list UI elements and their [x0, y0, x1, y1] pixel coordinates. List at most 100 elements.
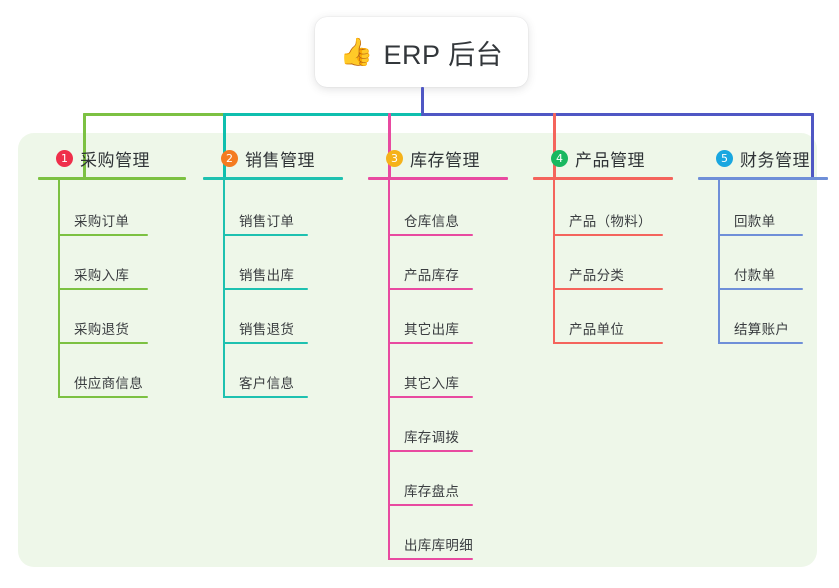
branch-number-badge: 5	[716, 149, 733, 167]
branch-item[interactable]: 采购订单	[58, 200, 148, 236]
branch-item-label: 付款单	[734, 268, 776, 283]
branch-item-underline	[718, 288, 803, 290]
branch-item-label: 其它入库	[404, 376, 460, 391]
branch-drop-4	[553, 113, 556, 179]
root-title: ERP 后台	[383, 39, 504, 70]
branch-number-badge: 1	[56, 149, 73, 167]
branch-item-underline	[58, 342, 148, 344]
branch-underline-3	[368, 177, 508, 180]
branch-spine-3	[388, 179, 390, 560]
branch-item[interactable]: 库存盘点	[388, 470, 473, 506]
branch-item[interactable]: 结算账户	[718, 308, 803, 344]
branch-item-underline	[223, 288, 308, 290]
branch-item-underline	[58, 288, 148, 290]
branch-item-label: 采购订单	[74, 214, 130, 229]
branch-item[interactable]: 其它入库	[388, 362, 473, 398]
branch-item[interactable]: 库存调拨	[388, 416, 473, 452]
branch-item-underline	[388, 504, 473, 506]
branch-item[interactable]: 产品单位	[553, 308, 663, 344]
branch-drop-2	[223, 113, 226, 179]
branch-header-3[interactable]: 3 库存管理	[368, 145, 480, 171]
branch-item-underline	[388, 558, 473, 560]
branch-item-underline	[58, 396, 148, 398]
branch-item[interactable]: 采购退货	[58, 308, 148, 344]
branch-column-1: 1 采购管理采购订单采购入库采购退货供应商信息	[38, 145, 186, 398]
trunk-segment-3	[421, 113, 814, 116]
branch-header-1[interactable]: 1 采购管理	[38, 145, 150, 171]
branch-item-underline	[718, 234, 803, 236]
branch-item-label: 库存盘点	[404, 484, 460, 499]
branch-item[interactable]: 销售订单	[223, 200, 308, 236]
branch-item[interactable]: 仓库信息	[388, 200, 473, 236]
branch-item-underline	[388, 234, 473, 236]
branch-item-underline	[223, 342, 308, 344]
branch-title: 销售管理	[245, 150, 315, 170]
branch-item[interactable]: 采购入库	[58, 254, 148, 290]
branch-item-underline	[223, 396, 308, 398]
branch-column-3: 3 库存管理仓库信息产品库存其它出库其它入库库存调拨库存盘点出库库明细	[368, 145, 508, 560]
branch-header-4[interactable]: 4 产品管理	[533, 145, 645, 171]
branch-item-underline	[553, 342, 663, 344]
branch-item-label: 供应商信息	[74, 376, 143, 391]
branch-column-4: 4 产品管理产品（物料） 产品分类产品单位	[533, 145, 673, 344]
branch-column-5: 5 财务管理回款单付款单结算账户	[698, 145, 828, 344]
branch-number-badge: 2	[221, 149, 238, 167]
branch-item-underline	[718, 342, 803, 344]
branch-underline-5	[698, 177, 828, 180]
branch-item[interactable]: 出库库明细	[388, 524, 473, 560]
branch-item[interactable]: 产品库存	[388, 254, 473, 290]
branch-drop-1	[83, 113, 86, 179]
branch-item-underline	[58, 234, 148, 236]
branch-drop-3	[388, 113, 391, 179]
branch-header-2[interactable]: 2 销售管理	[203, 145, 315, 171]
branch-item-label: 其它出库	[404, 322, 460, 337]
branch-item[interactable]: 销售退货	[223, 308, 308, 344]
root-node[interactable]: 👍 ERP 后台	[315, 17, 528, 87]
branch-item-label: 回款单	[734, 214, 776, 229]
branch-title: 产品管理	[575, 150, 645, 170]
branch-number-badge: 3	[386, 149, 403, 167]
branch-item[interactable]: 回款单	[718, 200, 803, 236]
branch-item-label: 库存调拨	[404, 430, 460, 445]
root-stem	[421, 87, 424, 116]
branch-underline-2	[203, 177, 343, 180]
branch-item[interactable]: 产品分类	[553, 254, 663, 290]
branch-item[interactable]: 供应商信息	[58, 362, 148, 398]
branch-item[interactable]: 其它出库	[388, 308, 473, 344]
branch-item-underline	[388, 450, 473, 452]
branch-item-underline	[223, 234, 308, 236]
branch-spine-4	[553, 179, 555, 344]
branch-underline-1	[38, 177, 186, 180]
branch-item-label: 采购退货	[74, 322, 130, 337]
branch-title: 财务管理	[740, 150, 810, 170]
thumbs-up-icon: 👍	[339, 36, 374, 68]
trunk-segment-2	[223, 113, 424, 116]
branch-item-label: 产品（物料）	[569, 214, 652, 229]
branch-item[interactable]: 销售出库	[223, 254, 308, 290]
trunk-segment-1	[83, 113, 226, 116]
branch-item-underline	[388, 342, 473, 344]
branch-underline-4	[533, 177, 673, 180]
branch-item-underline	[553, 288, 663, 290]
branch-header-5[interactable]: 5 财务管理	[698, 145, 810, 171]
branch-title: 采购管理	[80, 150, 150, 170]
branch-item-underline	[553, 234, 663, 236]
branch-title: 库存管理	[410, 150, 480, 170]
branch-spine-5	[718, 179, 720, 344]
branch-item[interactable]: 客户信息	[223, 362, 308, 398]
branch-item-label: 销售出库	[239, 268, 295, 283]
branch-item-label: 客户信息	[239, 376, 295, 391]
branch-item-label: 销售订单	[239, 214, 295, 229]
branch-item[interactable]: 付款单	[718, 254, 803, 290]
branch-item-underline	[388, 396, 473, 398]
branch-item-label: 产品分类	[569, 268, 625, 283]
branch-item-label: 销售退货	[239, 322, 295, 337]
branch-number-badge: 4	[551, 149, 568, 167]
branch-panel	[18, 133, 817, 567]
branch-item-label: 产品单位	[569, 322, 625, 337]
branch-column-2: 2 销售管理销售订单销售出库销售退货客户信息	[203, 145, 343, 398]
branch-item-label: 出库库明细	[404, 538, 473, 553]
branch-item[interactable]: 产品（物料）	[553, 200, 663, 236]
branch-item-label: 产品库存	[404, 268, 460, 283]
